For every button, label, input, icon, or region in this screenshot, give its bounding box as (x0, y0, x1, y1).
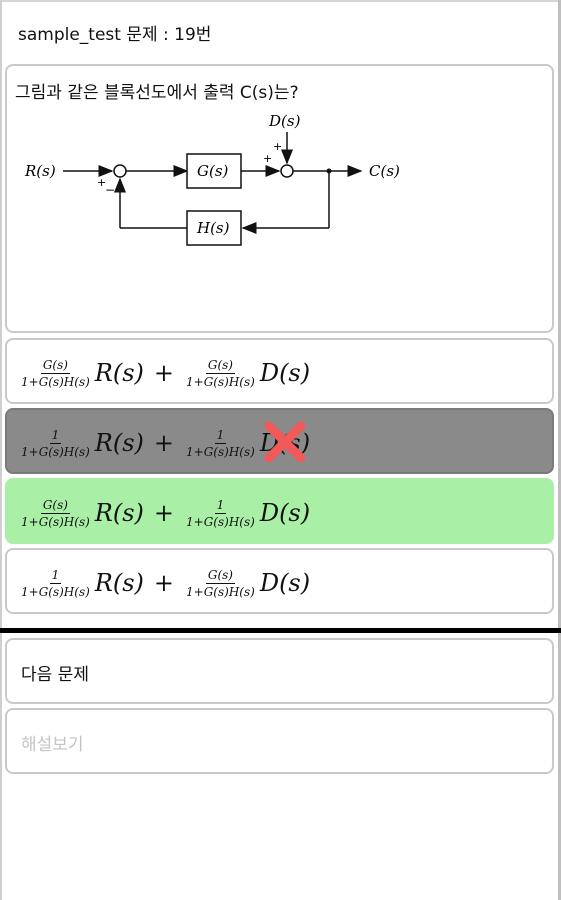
page-title: sample_test 문제 : 19번 (18, 25, 212, 45)
disturbance-label: D(s) (268, 112, 301, 130)
block-diagram: R(s) + − G(s) + + D(s) C(s) H(s) (24, 112, 400, 246)
fraction-denominator: 1+G(s)H(s) (21, 514, 90, 529)
fraction-denominator: 1+G(s)H(s) (186, 444, 255, 459)
option-3-var-2: D(s) (259, 499, 311, 527)
option-4-var-1: R(s) (94, 569, 144, 597)
fraction-denominator: 1+G(s)H(s) (186, 514, 255, 529)
left-edge (0, 0, 2, 900)
option-1-var-1: R(s) (94, 359, 144, 387)
output-label: C(s) (369, 162, 400, 180)
top-edge (0, 0, 561, 2)
fraction-numerator: G(s) (205, 357, 235, 374)
option-4-formula: 1 1+G(s)H(s) R(s) + G(s) 1+G(s)H(s) D(s) (19, 558, 310, 608)
option-2-fraction-1: 1 1+G(s)H(s) (19, 428, 92, 459)
fraction-denominator: 1+G(s)H(s) (21, 374, 90, 389)
option-1-fraction-1: G(s) 1+G(s)H(s) (19, 358, 92, 389)
answer-option-3[interactable]: G(s) 1+G(s)H(s) R(s) + 1 1+G(s)H(s) D(s) (5, 478, 554, 544)
g-block-label: G(s) (197, 162, 229, 180)
option-1-operator: + (153, 359, 175, 387)
fraction-denominator: 1+G(s)H(s) (21, 584, 90, 599)
right-edge (558, 0, 561, 900)
fraction-denominator: 1+G(s)H(s) (21, 444, 90, 459)
sum1-plus: + (97, 176, 106, 189)
view-explanation-label: 해설보기 (21, 735, 84, 755)
fraction-numerator: G(s) (40, 357, 70, 374)
option-4-operator: + (153, 569, 175, 597)
sum-junction-1 (113, 164, 127, 178)
next-question-label: 다음 문제 (21, 665, 89, 685)
x-stroke-2 (264, 421, 306, 463)
fraction-numerator: 1 (214, 497, 227, 514)
view-explanation-button[interactable]: 해설보기 (5, 708, 554, 774)
option-1-formula: G(s) 1+G(s)H(s) R(s) + G(s) 1+G(s)H(s) D… (19, 348, 310, 398)
question-text: 그림과 같은 블록선도에서 출력 C(s)는? (15, 83, 299, 103)
fraction-denominator: 1+G(s)H(s) (186, 374, 255, 389)
option-4-fraction-2: G(s) 1+G(s)H(s) (184, 568, 257, 599)
sum-junction-2 (280, 164, 294, 178)
next-question-button[interactable]: 다음 문제 (5, 638, 554, 704)
fraction-numerator: G(s) (40, 497, 70, 514)
option-4-var-2: D(s) (259, 569, 311, 597)
h-block-label: H(s) (196, 219, 230, 237)
option-2-fraction-2: 1 1+G(s)H(s) (184, 428, 257, 459)
option-3-formula: G(s) 1+G(s)H(s) R(s) + 1 1+G(s)H(s) D(s) (19, 488, 310, 538)
question-card: 그림과 같은 블록선도에서 출력 C(s)는? R(s) + − G(s) + … (5, 64, 554, 333)
fraction-numerator: G(s) (205, 567, 235, 584)
option-2-operator: + (153, 429, 175, 457)
option-2-var-1: R(s) (94, 429, 144, 457)
fraction-numerator: 1 (214, 427, 227, 444)
sum1-minus: − (105, 183, 115, 197)
sum2-plus-top: + (273, 140, 282, 153)
fraction-numerator: 1 (49, 427, 62, 444)
fraction-numerator: 1 (49, 567, 62, 584)
option-3-fraction-2: 1 1+G(s)H(s) (184, 498, 257, 529)
section-divider (0, 628, 561, 633)
fraction-denominator: 1+G(s)H(s) (186, 584, 255, 599)
option-3-operator: + (153, 499, 175, 527)
option-1-fraction-2: G(s) 1+G(s)H(s) (184, 358, 257, 389)
option-1-var-2: D(s) (259, 359, 311, 387)
h-block (186, 210, 242, 246)
input-label: R(s) (24, 162, 56, 180)
option-3-var-1: R(s) (94, 499, 144, 527)
option-3-fraction-1: G(s) 1+G(s)H(s) (19, 498, 92, 529)
option-2-formula: 1 1+G(s)H(s) R(s) + 1 1+G(s)H(s) D(s) (19, 418, 310, 468)
sum2-plus-left: + (263, 152, 272, 165)
option-4-fraction-1: 1 1+G(s)H(s) (19, 568, 92, 599)
answer-option-1[interactable]: G(s) 1+G(s)H(s) R(s) + G(s) 1+G(s)H(s) D… (5, 338, 554, 404)
close-x-icon (264, 421, 306, 463)
answer-option-4[interactable]: 1 1+G(s)H(s) R(s) + G(s) 1+G(s)H(s) D(s) (5, 548, 554, 614)
answer-option-2[interactable]: 1 1+G(s)H(s) R(s) + 1 1+G(s)H(s) D(s) (5, 408, 554, 474)
